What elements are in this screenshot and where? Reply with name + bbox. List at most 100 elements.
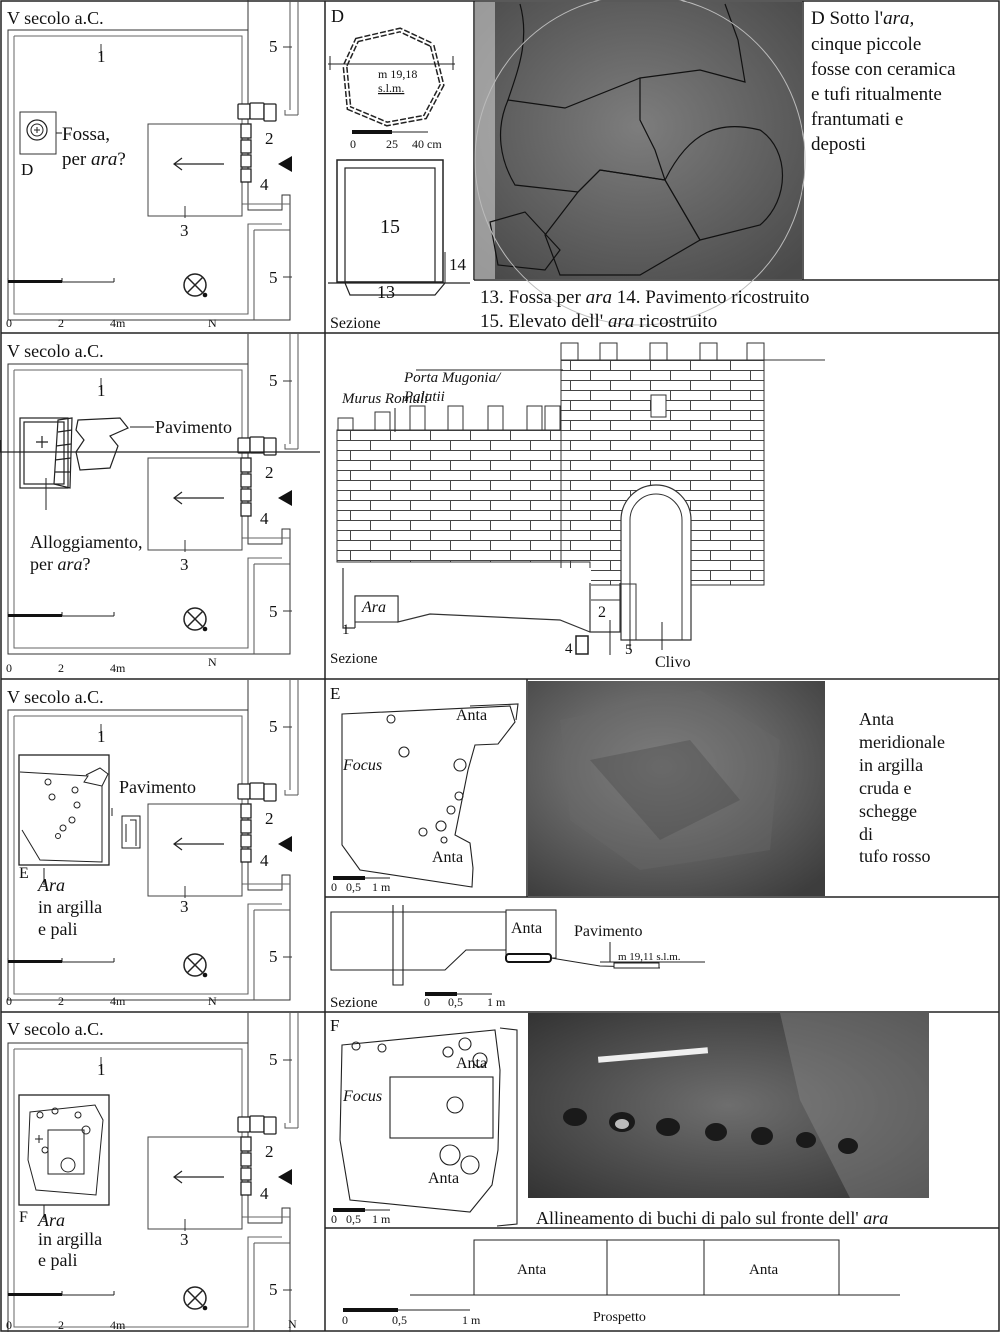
porta-mugonia-label: Porta Mugonia/ <box>403 370 502 386</box>
north-label: N <box>288 1317 297 1331</box>
row1-section-drawing: D m 19,18 s.l.m. 0 25 40 cm 15 14 13 Sez… <box>328 6 470 332</box>
plan-label-3: 3 <box>180 555 189 574</box>
postholes-photo <box>528 1013 929 1198</box>
detail-scale-zero: 0 <box>331 1212 337 1226</box>
anta-desc-1: Anta <box>859 709 894 729</box>
focus-f-plan <box>339 1027 518 1227</box>
row3-plan: V secolo a.C. 1 2 4 3 5 5 0 2 4m N Pavim… <box>6 679 299 1008</box>
prospetto-scale-a: 0,5 <box>392 1313 407 1327</box>
anta-top-label: Anta <box>456 707 487 724</box>
plan-label-5-top: 5 <box>269 37 278 56</box>
anta-top-label: Anta <box>456 1055 487 1072</box>
row3-detail: E Anta Focus Anta 0 0,5 1 m Anta meridio… <box>330 681 945 896</box>
row2-plan: V secolo a.C. 1 2 4 3 5 5 0 2 4m N Pavim… <box>0 333 320 675</box>
row1-desc-3: fosse con ceramica <box>811 59 956 80</box>
detail-scale-a: 0,5 <box>346 880 361 894</box>
row2-gate-elevation: Porta Mugonia/ Palatii Murus Romuli Ara … <box>330 342 825 671</box>
plan-label-3: 3 <box>180 897 189 916</box>
fossa-label-2: per ara? <box>62 149 126 170</box>
focus-e-plan <box>341 703 519 888</box>
pavimento-label: Pavimento <box>119 777 196 797</box>
label-4: 4 <box>565 641 573 657</box>
plan-label-2: 2 <box>265 1142 274 1161</box>
plan-label-1: 1 <box>97 47 106 66</box>
row1-desc-1: D Sotto l'ara, <box>811 8 914 29</box>
plan-label-4: 4 <box>260 1184 269 1203</box>
section-scale-a: 0,5 <box>448 995 463 1009</box>
row4-prospetto: Anta Anta 0 0,5 1 m Prospetto <box>342 1239 900 1327</box>
anta-bottom-label: Anta <box>432 849 463 866</box>
plan-label-1: 1 <box>97 1060 106 1079</box>
label-1: 1 <box>342 622 350 638</box>
clivo-label: Clivo <box>655 654 691 671</box>
plan-label-5-bottom: 5 <box>269 947 278 966</box>
period-label: V secolo a.C. <box>7 341 104 361</box>
row1-desc-6: deposti <box>811 134 866 155</box>
scale-two: 2 <box>58 661 64 675</box>
scale-four: 4m <box>110 1318 126 1332</box>
detail-scale-b: 1 m <box>372 1212 391 1226</box>
sezione-label: Sezione <box>330 995 378 1011</box>
scale-four: 4m <box>110 994 126 1008</box>
elevation-label: m 19,18 <box>378 67 417 81</box>
anta-desc-7: tufo rosso <box>859 846 931 866</box>
period-label: V secolo a.C. <box>7 687 104 707</box>
plan-label-4: 4 <box>260 175 269 194</box>
pavimento-label: Pavimento <box>155 417 232 437</box>
prospetto-anta-2: Anta <box>749 1262 779 1278</box>
scale-zero: 0 <box>6 994 12 1008</box>
sezione-label: Sezione <box>330 315 381 332</box>
section-anta-label: Anta <box>511 920 542 937</box>
row1-caption-2: 15. Elevato dell' ara ricostruito <box>480 311 717 332</box>
scale-two: 2 <box>58 994 64 1008</box>
murus-romuli-label: Murus Romuli <box>341 391 428 407</box>
anta-bottom-label: Anta <box>428 1170 459 1187</box>
plan-label-4: 4 <box>260 509 269 528</box>
scale-four: 4m <box>110 316 126 330</box>
period-label: V secolo a.C. <box>7 1019 104 1039</box>
e-pali-label: e pali <box>38 919 77 939</box>
label-14: 14 <box>449 255 467 274</box>
section-d-letter: D <box>331 6 344 26</box>
panel-e-letter: E <box>330 684 340 703</box>
section-pavimento-label: Pavimento <box>574 923 642 940</box>
ara-e-box <box>18 754 110 866</box>
label-15: 15 <box>380 216 400 238</box>
label-5: 5 <box>625 642 633 658</box>
plan-label-3: 3 <box>180 1230 189 1249</box>
anta-desc-3: in argilla <box>859 755 923 775</box>
section-elevation-label: m 19,11 s.l.m. <box>618 951 681 963</box>
section-scale-b: 40 cm <box>412 137 442 151</box>
plan-label-2: 2 <box>265 809 274 828</box>
anta-desc-6: di <box>859 824 873 844</box>
plan-label-3: 3 <box>180 221 189 240</box>
section-scale-b: 1 m <box>487 995 506 1009</box>
in-argilla-label: in argilla <box>38 897 102 917</box>
anta-desc-4: cruda e <box>859 778 911 798</box>
row4-detail: F Anta Focus Anta 0 0,5 1 m Allineamento… <box>330 1013 929 1228</box>
plan-label-5-top: 5 <box>269 717 278 736</box>
detail-scale-b: 1 m <box>372 880 391 894</box>
scale-zero: 0 <box>6 1318 12 1332</box>
ara-f-box <box>18 1094 110 1206</box>
fossa-label: Fossa, <box>62 124 110 145</box>
north-label: N <box>208 994 217 1008</box>
plan-label-5-bottom: 5 <box>269 268 278 287</box>
scale-two: 2 <box>58 316 64 330</box>
plan-label-1: 1 <box>97 381 106 400</box>
label-13: 13 <box>377 282 395 302</box>
murus-romuli-wall <box>336 429 563 563</box>
panel-f-letter: F <box>330 1016 339 1035</box>
scale-two: 2 <box>58 1318 64 1332</box>
plan-label-5-top: 5 <box>269 371 278 390</box>
scale-four: 4m <box>110 661 126 675</box>
north-label: N <box>208 316 217 330</box>
scale-zero: 0 <box>6 661 12 675</box>
excavation-photo <box>475 2 802 279</box>
prospetto-label: Prospetto <box>593 1310 646 1325</box>
e-pali-label: e pali <box>38 1250 77 1270</box>
row1-plan: V secolo a.C. 1 2 4 3 5 5 0 2 4m N Fossa… <box>6 0 299 330</box>
anta-desc-5: schegge <box>859 801 917 821</box>
fossa-box <box>19 111 57 155</box>
